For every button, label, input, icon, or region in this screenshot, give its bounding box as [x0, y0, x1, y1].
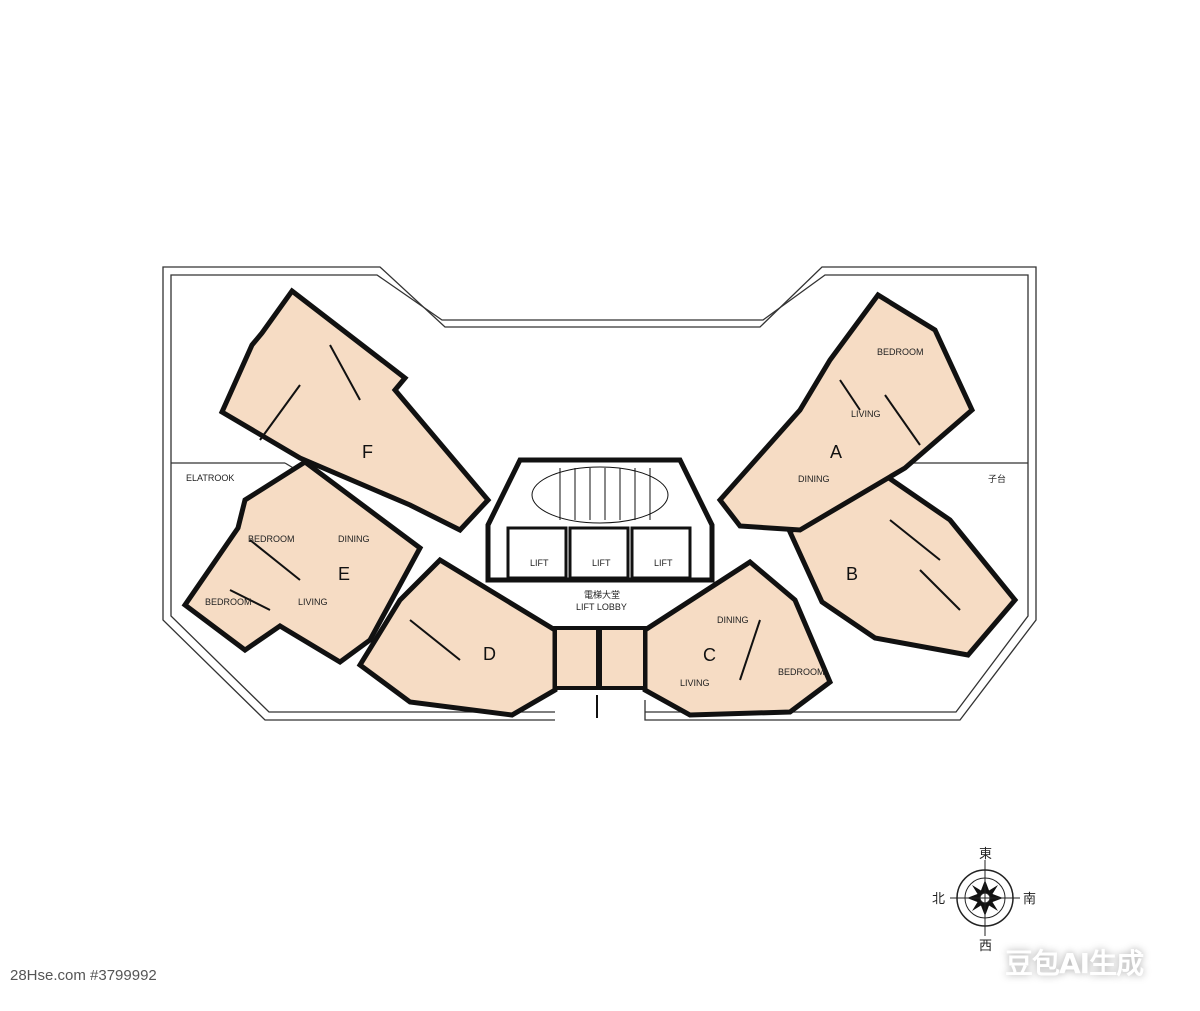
room-label: DINING — [798, 474, 830, 484]
watermark-ai: 豆包AI生成 — [1005, 947, 1144, 980]
compass-east: 東 — [979, 846, 992, 862]
unit-f[interactable] — [218, 287, 492, 534]
unit-label-b: B — [846, 564, 858, 584]
unit-c[interactable] — [642, 558, 834, 718]
unit-label-a: A — [830, 442, 842, 462]
unit-label-e: E — [338, 564, 350, 584]
entry-corridor — [553, 626, 647, 718]
stair-core — [485, 457, 715, 583]
room-label: DINING — [717, 615, 749, 625]
lobby-label-cn: 電梯大堂 — [584, 589, 620, 600]
lift-3 — [630, 526, 692, 580]
unit-e[interactable] — [181, 458, 424, 665]
room-label: BEDROOM — [877, 347, 924, 357]
compass-north: 北 — [932, 892, 945, 907]
room-label: LIVING — [298, 597, 328, 607]
unit-label-f: F — [362, 442, 373, 462]
lobby-label-en: LIFT LOBBY — [576, 602, 627, 612]
unit-label-d: D — [483, 644, 496, 664]
room-label: BEDROOM — [248, 534, 295, 544]
unit-label-c: C — [703, 645, 716, 665]
room-label: DINING — [338, 534, 370, 544]
room-label: LIVING — [680, 678, 710, 688]
flat-roof-label-right: 子台 — [988, 473, 1006, 484]
compass-west: 西 — [979, 939, 992, 954]
site-boundary — [162, 266, 1037, 721]
lift-label: LIFT — [592, 558, 611, 568]
room-label: BEDROOM — [205, 597, 252, 607]
lift-label: LIFT — [654, 558, 673, 568]
watermark-source: 28Hse.com #3799992 — [10, 967, 157, 984]
compass-icon — [950, 860, 1020, 936]
flat-roof-label-left: ELATROOK — [186, 473, 234, 483]
compass-south: 南 — [1023, 891, 1036, 907]
lift-2 — [568, 526, 630, 580]
room-label: BEDROOM — [778, 667, 825, 677]
lift-1 — [506, 526, 568, 580]
lift-label: LIFT — [530, 558, 549, 568]
room-label: LIVING — [851, 409, 881, 419]
unit-a[interactable] — [716, 291, 976, 533]
